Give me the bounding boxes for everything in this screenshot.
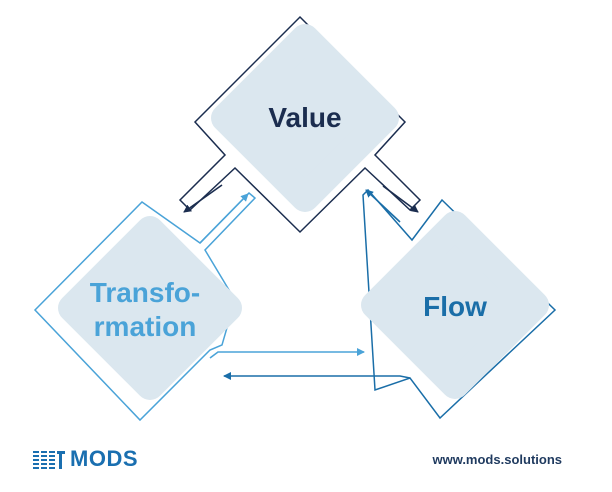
arrow-flow-to-transformation — [223, 372, 411, 380]
arrow-flow-to-value — [365, 189, 401, 223]
value-label: Value — [268, 102, 341, 133]
flow-outline — [362, 188, 557, 420]
transformation-label-line1: Transfo- — [90, 277, 200, 308]
logo-text: MODS — [70, 446, 138, 471]
arrow-transformation-to-flow — [209, 348, 365, 359]
arrow-transformation-to-value — [199, 193, 249, 244]
website-url: www.mods.solutions — [432, 452, 562, 467]
arrow-value-to-flow — [382, 185, 419, 213]
mods-logo: MODS — [32, 446, 138, 472]
transformation-label-line2: rmation — [94, 311, 197, 342]
arrow-value-to-transformation — [183, 184, 223, 213]
process-diagram: Value Transfo- rmation Flow — [33, 15, 557, 422]
value-outline — [178, 15, 422, 234]
flow-label: Flow — [423, 291, 487, 322]
flow-diamond — [361, 211, 549, 399]
mods-bars-icon — [33, 451, 65, 469]
value-diamond — [211, 24, 399, 212]
transformation-diamond — [58, 216, 242, 400]
